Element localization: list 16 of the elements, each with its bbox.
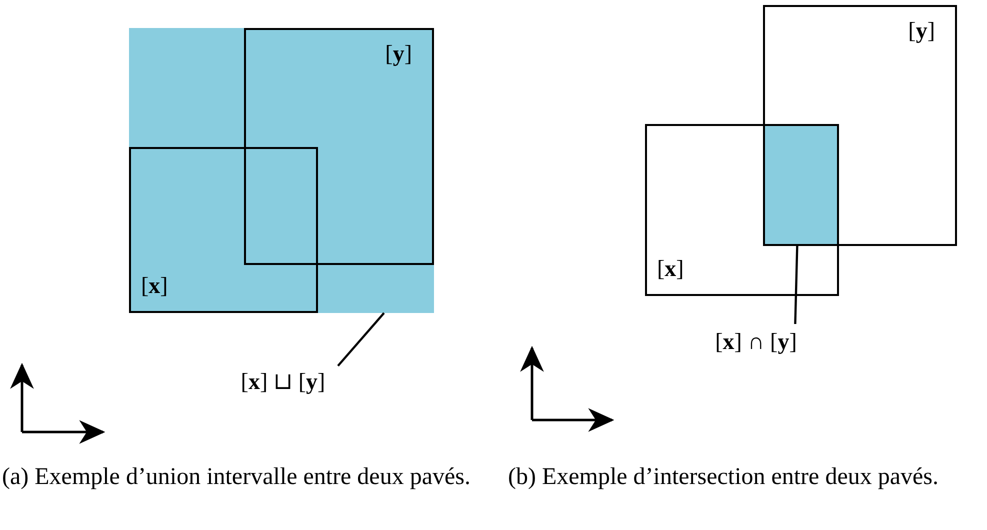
interval-label: [y] — [385, 42, 412, 65]
leader-line — [794, 246, 798, 324]
interval-box — [645, 124, 839, 296]
interval-box — [244, 28, 434, 265]
interval-label: [x] ∩ [y] — [714, 330, 798, 353]
interval-label: [x] — [657, 257, 684, 280]
interval-label: [x] ⊔ [y] — [240, 370, 326, 393]
interval-label: [x] — [141, 274, 168, 297]
intersection-region — [763, 124, 839, 246]
union-hull-region — [129, 28, 434, 313]
interval-box — [129, 147, 318, 313]
interval-label: [y] — [908, 19, 935, 42]
subfigure-caption: (a) Exemple d’union intervalle entre deux pavés. — [2, 463, 472, 492]
subfigure-caption: (b) Exemple d’intersection entre deux pavés. — [508, 463, 940, 492]
leader-line — [337, 312, 385, 367]
interval-box — [763, 5, 957, 246]
